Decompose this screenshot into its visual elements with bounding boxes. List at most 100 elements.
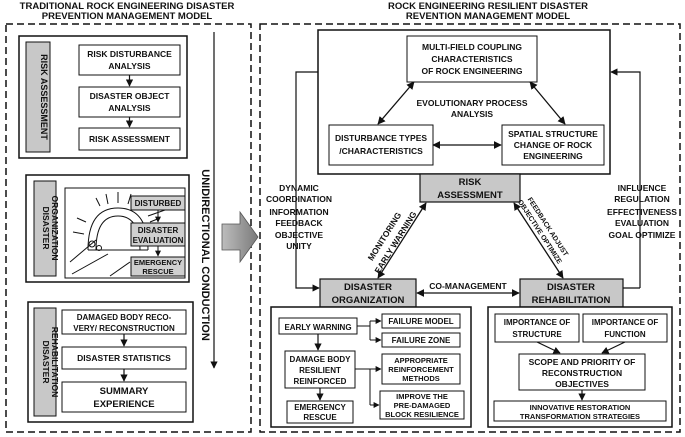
right-note-1: INFLUENCE <box>618 183 667 193</box>
multi-field-line-1: MULTI-FIELD COUPLING <box>422 42 522 52</box>
disaster-object-line-1: DISASTER OBJECT <box>90 91 171 101</box>
disaster-rehabilitation-line-1: DISASTER <box>547 282 595 293</box>
spatial-structure-line-3: ENGINEERING <box>523 151 583 161</box>
left-rehab-side-label-1: DISASTER <box>41 341 51 384</box>
failure-zone-text: FAILURE ZONE <box>392 336 451 345</box>
arrow-multi-disturbance <box>377 81 415 125</box>
spatial-structure-line-2: CHANGE OF ROCK <box>514 140 593 150</box>
disaster-object-box <box>78 86 181 118</box>
left-risk-assessment-box <box>78 127 181 151</box>
disaster-organization-box <box>319 278 417 308</box>
innovative-line-2: TRANSFORMATION STRATEGIES <box>520 412 640 421</box>
disaster-organization-line-1: DISASTER <box>344 282 392 293</box>
left-risk-side-label-box <box>25 41 51 153</box>
reinforcement-line-3: METHODS <box>402 374 440 383</box>
damage-body-line-3: REINFORCED <box>294 377 347 386</box>
evaluation-line-1: DISASTER <box>138 226 179 235</box>
innovative-box <box>493 400 667 422</box>
left-title-line-2: PREVENTION MANAGEMENT MODEL <box>42 11 213 22</box>
importance-function-line-2: FUNCTION <box>604 330 646 339</box>
scope-line-1: SCOPE AND PRIORITY OF <box>529 357 636 367</box>
left-note-5: OBJECTIVE <box>275 230 324 240</box>
damage-body-line-2: RESILIENT <box>299 366 341 375</box>
left-org-side-label-box <box>33 180 57 277</box>
damage-body-box <box>284 350 356 389</box>
damaged-body-box <box>61 309 187 335</box>
arrow-structure-scope <box>536 341 561 354</box>
risk-assessment-line-2: ASSESSMENT <box>437 190 503 201</box>
risk-disturbance-line-1: RISK DISTURBANCE <box>87 49 172 59</box>
arrow-multi-spatial <box>529 81 566 125</box>
left-org-side-label-1: DISASTER <box>41 207 51 250</box>
improve-line-3: BLOCK RESILIENCE <box>385 410 459 419</box>
spatial-structure-box <box>501 124 605 166</box>
rescue-line-2: RESCUE <box>142 267 173 276</box>
left-panel-frame <box>5 23 252 433</box>
left-note-4: FEEDBACK <box>275 218 323 228</box>
evaluation-line-2: EVALUATION <box>133 236 184 245</box>
left-risk-assessment-text: RISK ASSESSMENT <box>89 134 171 144</box>
improve-box <box>379 390 465 420</box>
left-note-6: UNITY <box>286 241 312 251</box>
importance-structure-line-2: STRUCTURE <box>512 330 562 339</box>
scope-line-2: RECONSTRUCTION <box>542 368 622 378</box>
evolutionary-line-1: EVOLUTIONARY PROCESS <box>417 98 528 108</box>
arrow-function-scope <box>601 341 626 354</box>
failure-model-text: FAILURE MODEL <box>388 317 453 326</box>
reinforcement-line-2: REINFORCEMENT <box>388 365 454 374</box>
risk-assessment-line-1: RISK <box>459 177 482 188</box>
reinforcement-line-1: APPROPRIATE <box>394 356 448 365</box>
left-org-side-label-2: ORGANIZATION <box>50 195 60 260</box>
disaster-statistics-text: DISASTER STATISTICS <box>77 353 171 363</box>
rescue-line-1: EMERGENCY <box>134 258 182 267</box>
failure-zone-box <box>381 332 461 348</box>
multi-field-box <box>406 35 538 83</box>
disturbed-text: DISTURBED <box>135 199 182 208</box>
evolutionary-line-2: ANALYSIS <box>451 109 494 119</box>
scope-box <box>518 353 646 391</box>
disaster-rehabilitation-line-2: REHABILITATION <box>532 295 611 306</box>
damaged-body-line-2: VERY/ RECONSTRUCTION <box>73 324 175 333</box>
importance-structure-box <box>494 313 580 343</box>
rescue-box <box>130 256 186 277</box>
left-title-line-1: TRADITIONAL ROCK ENGINEERING DISASTER <box>20 1 235 12</box>
multi-field-line-2: CHARACTERISTICS <box>431 54 513 64</box>
arrow-risk-organization <box>377 202 427 279</box>
summary-box <box>61 381 187 413</box>
importance-structure-line-1: IMPORTANCE OF <box>504 318 571 327</box>
spatial-structure-line-1: SPATIAL STRUCTURE <box>508 129 598 139</box>
damaged-body-line-1: DAMAGED BODY RECO- <box>77 313 172 322</box>
right-note-2: REGULATION <box>614 194 670 204</box>
disturbance-types-line-1: DISTURBANCE TYPES <box>335 133 427 143</box>
summary-line-1: SUMMARY <box>100 386 149 397</box>
failure-model-box <box>381 313 461 329</box>
disaster-rehabilitation-box <box>519 278 624 308</box>
improve-line-1: IMPROVE THE <box>396 392 448 401</box>
loop-left-down <box>295 71 320 292</box>
loop-right-up <box>610 68 641 288</box>
improve-line-2: PRE-DAMAGED <box>394 401 451 410</box>
emergency-line-1: EMERGENCY <box>294 403 346 412</box>
left-rehab-side-label-2: REHABILITATION <box>50 327 60 398</box>
risk-assessment-box <box>419 173 521 203</box>
risk-disturbance-box <box>78 44 181 76</box>
reinforcement-box <box>381 353 461 385</box>
importance-function-box <box>582 313 668 343</box>
arrow-risk-rehabilitation <box>513 202 564 279</box>
early-warning-text: EARLY WARNING <box>284 323 351 332</box>
disaster-organization-line-2: ORGANIZATION <box>332 295 405 306</box>
multi-field-line-3: OF ROCK ENGINEERING <box>421 66 522 76</box>
scope-line-3: OBJECTIVES <box>555 379 609 389</box>
disaster-object-line-2: ANALYSIS <box>108 103 151 113</box>
risk-disturbance-line-2: ANALYSIS <box>108 61 151 71</box>
right-note-5: GOAL OPTIMIZE <box>609 230 676 240</box>
summary-line-2: EXPERIENCE <box>93 399 154 410</box>
co-management-label: CO-MANAGEMENT <box>429 281 507 291</box>
left-rehab-side-label-box <box>33 307 57 417</box>
disturbance-types-box <box>328 124 434 166</box>
left-risk-side-label: RISK ASSESSMENT <box>39 54 49 140</box>
damage-body-line-1: DAMAGE BODY <box>290 355 352 364</box>
right-title-line-2: REVENTION MANAGEMENT MODEL <box>406 11 570 22</box>
disturbance-types-line-2: /CHARACTERISTICS <box>339 146 423 156</box>
